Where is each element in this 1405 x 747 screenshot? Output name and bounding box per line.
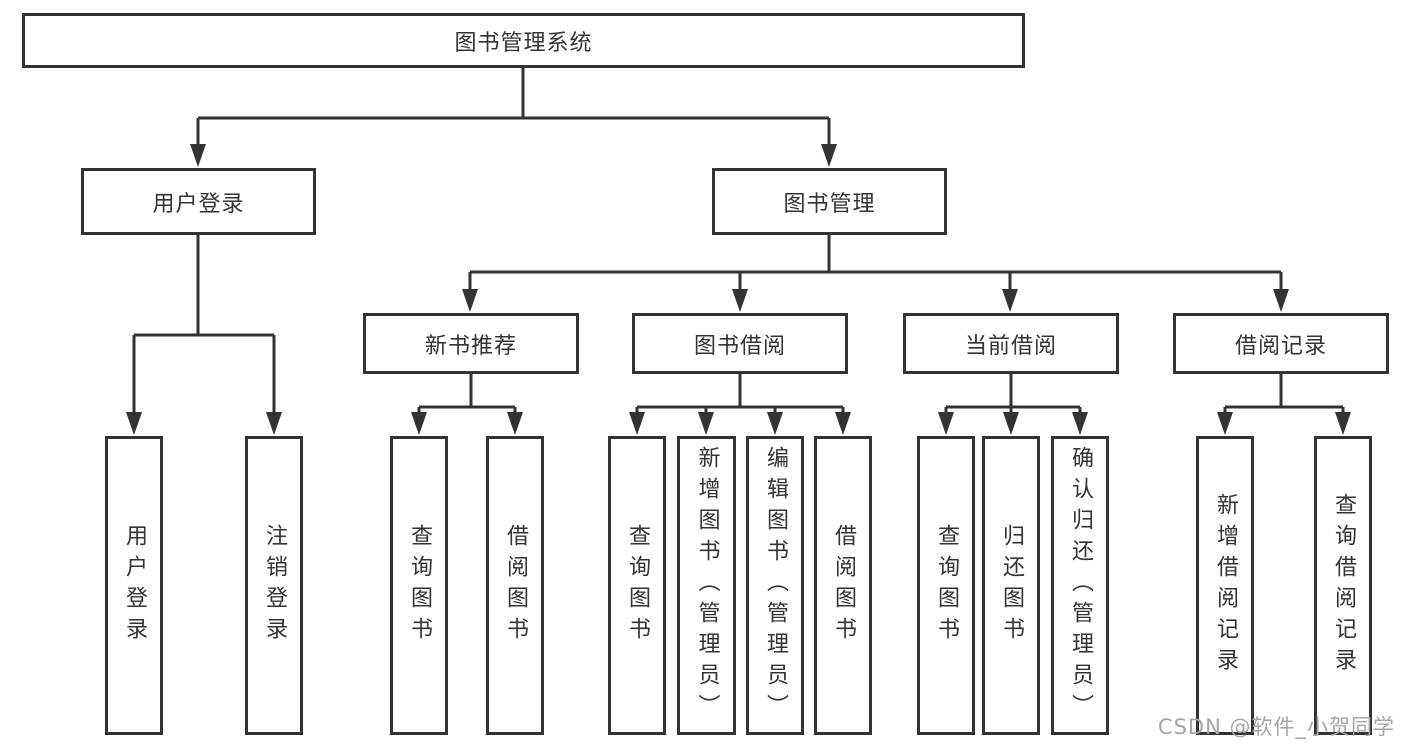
leaf-query-borrow-record: 查询借阅记录 — [1314, 436, 1372, 735]
node-current-borrow: 当前借阅 — [903, 313, 1119, 374]
leaf-return-book: 归还图书 — [982, 436, 1040, 735]
node-new-book-recommend: 新书推荐 — [363, 313, 579, 374]
leaf-user-login: 用户登录 — [105, 436, 163, 735]
node-root: 图书管理系统 — [22, 13, 1025, 68]
node-user-login: 用户登录 — [81, 168, 316, 235]
node-borrow-records: 借阅记录 — [1173, 313, 1389, 374]
node-book-management: 图书管理 — [712, 168, 947, 235]
leaf-confirm-return-admin: 确认归还（管理员） — [1051, 436, 1109, 735]
leaf-add-book-admin: 新增图书（管理员） — [677, 436, 736, 735]
leaf-logout: 注销登录 — [245, 436, 303, 735]
leaf-add-borrow-record: 新增借阅记录 — [1196, 436, 1254, 735]
leaf-query-books-borrow: 查询图书 — [608, 436, 666, 735]
watermark: CSDN @软件_小贺同学 — [1157, 715, 1395, 739]
leaf-borrow-books: 借阅图书 — [814, 436, 872, 735]
leaf-borrow-books-recommend: 借阅图书 — [486, 436, 544, 735]
leaf-edit-book-admin: 编辑图书（管理员） — [746, 436, 804, 735]
leaf-query-books-recommend: 查询图书 — [390, 436, 448, 735]
node-book-borrow: 图书借阅 — [632, 313, 848, 374]
leaf-query-books-current: 查询图书 — [917, 436, 975, 735]
